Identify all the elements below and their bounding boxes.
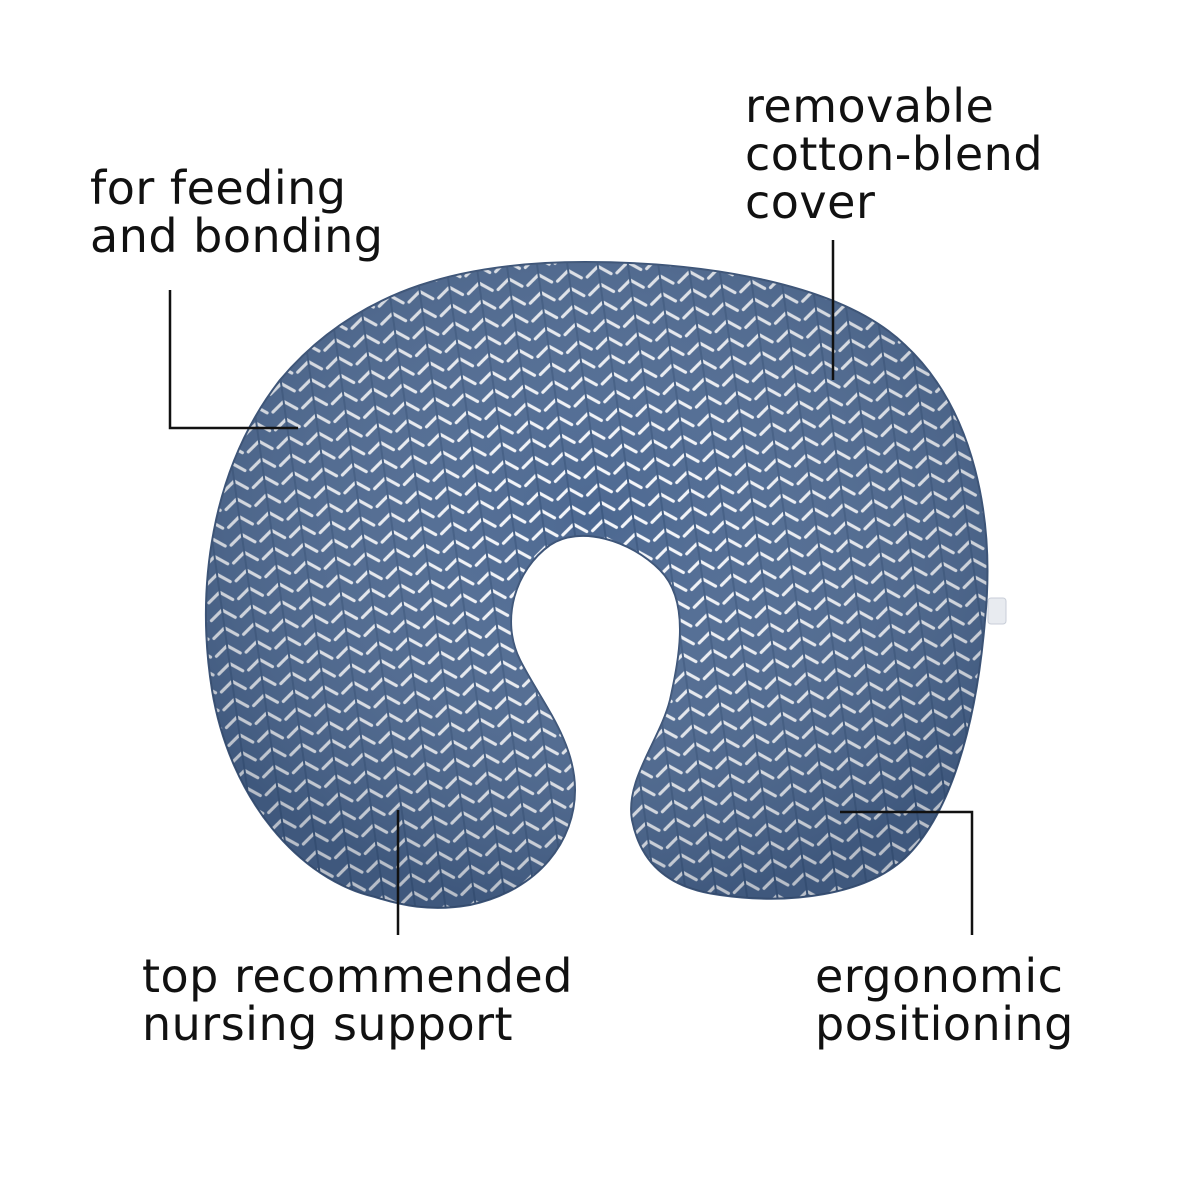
callout-text: removable	[745, 79, 995, 133]
callout-text: and bonding	[90, 209, 384, 263]
callout-nursing-support: top recommended nursing support	[142, 952, 573, 1048]
callout-text: for feeding	[90, 161, 347, 215]
callout-feeding-bonding: for feeding and bonding	[90, 164, 384, 260]
callout-text: cotton-blend	[745, 127, 1044, 181]
callout-removable-cover: removable cotton-blend cover	[745, 82, 1043, 226]
callout-text: top recommended	[142, 949, 573, 1003]
callout-text: cover	[745, 175, 876, 229]
callout-text: nursing support	[142, 997, 514, 1051]
callout-text: ergonomic	[815, 949, 1064, 1003]
leader-line-top-left	[168, 290, 298, 430]
pillow-tag	[987, 597, 1007, 625]
leader-line-bottom-right	[840, 810, 974, 935]
callout-ergonomic-positioning: ergonomic positioning	[815, 952, 1074, 1048]
callout-text: positioning	[815, 997, 1074, 1051]
